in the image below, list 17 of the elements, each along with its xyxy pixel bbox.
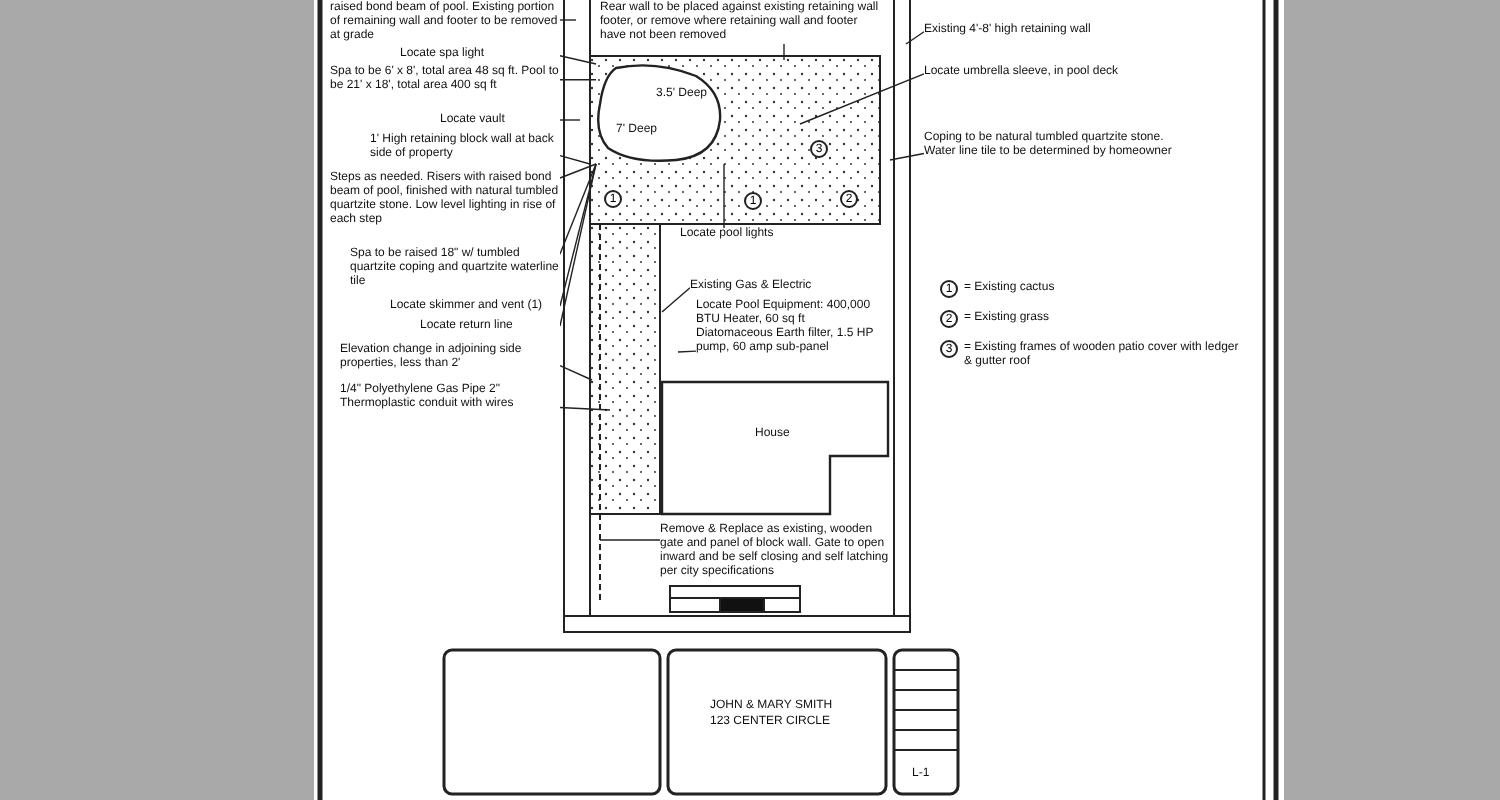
leader-line [783, 42, 785, 61]
leader-line [799, 73, 925, 125]
leader-line [559, 364, 593, 381]
leader-line [661, 287, 691, 313]
leader-line [599, 539, 661, 541]
leader-line [559, 163, 597, 255]
leader-line [677, 350, 697, 353]
leader-line [559, 119, 581, 121]
leader-line [559, 55, 597, 65]
leader-line [559, 19, 577, 21]
leader-line [889, 152, 925, 161]
leader-line [723, 163, 725, 229]
leader-line [559, 154, 591, 165]
leader-line [559, 406, 611, 411]
leader-line [559, 163, 597, 179]
leader-line [905, 31, 925, 45]
leader-line [559, 79, 597, 81]
